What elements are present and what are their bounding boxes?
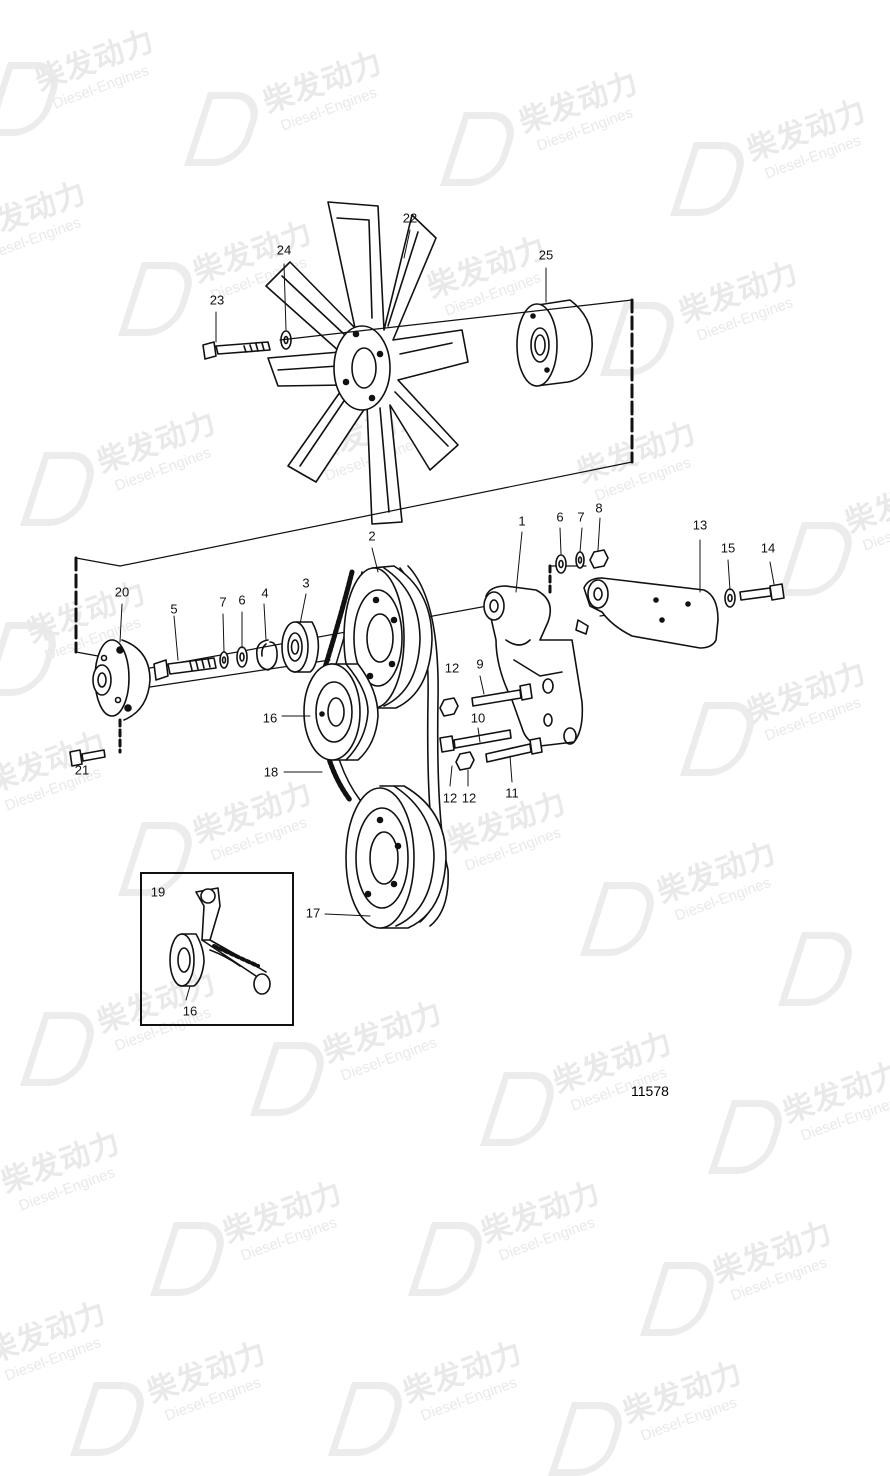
callout-7b: 7 bbox=[577, 509, 585, 525]
circlip bbox=[255, 639, 278, 671]
bolt-11 bbox=[485, 737, 543, 763]
callout-16b: 16 bbox=[182, 1003, 198, 1019]
callout-5: 5 bbox=[170, 601, 178, 617]
fan-spacer bbox=[516, 299, 593, 387]
callout-12c: 12 bbox=[461, 790, 477, 806]
callout-2: 2 bbox=[368, 528, 376, 544]
washer-6-right bbox=[555, 554, 567, 574]
callout-17: 17 bbox=[305, 905, 321, 921]
callout-4: 4 bbox=[261, 585, 269, 601]
alternator-pulley bbox=[345, 785, 447, 929]
bolt-14 bbox=[739, 583, 785, 601]
callout-18: 18 bbox=[263, 764, 279, 780]
tensioner-pulley bbox=[303, 663, 379, 761]
callout-14: 14 bbox=[760, 540, 776, 556]
nut-12-upper bbox=[439, 697, 459, 717]
callout-12a: 12 bbox=[444, 660, 460, 676]
callout-6b: 6 bbox=[556, 509, 564, 525]
callout-23: 23 bbox=[209, 292, 225, 308]
washer-6 bbox=[236, 646, 248, 668]
exploded-parts-diagram bbox=[69, 201, 785, 1001]
bolt-10 bbox=[439, 729, 512, 753]
callout-8: 8 bbox=[595, 500, 603, 516]
callout-6a: 6 bbox=[238, 592, 246, 608]
callout-13: 13 bbox=[692, 517, 708, 533]
callout-9: 9 bbox=[476, 656, 484, 672]
callout-12b: 12 bbox=[442, 790, 458, 806]
callout-1: 1 bbox=[518, 513, 526, 529]
inset-frame bbox=[140, 872, 294, 1026]
callout-15: 15 bbox=[720, 540, 736, 556]
washer-7-right bbox=[575, 551, 585, 569]
callout-7a: 7 bbox=[219, 594, 227, 610]
bolt-9 bbox=[471, 683, 533, 707]
washer-7 bbox=[219, 651, 229, 669]
leader-lines bbox=[119, 229, 775, 1001]
bearing bbox=[281, 621, 320, 673]
callout-21: 21 bbox=[74, 762, 90, 778]
callout-19: 19 bbox=[150, 884, 166, 900]
hub bbox=[92, 639, 151, 721]
inset-tensioner-detail bbox=[169, 887, 271, 995]
callout-16a: 16 bbox=[262, 710, 278, 726]
figure-number: 11578 bbox=[631, 1083, 669, 1099]
fan-bolt bbox=[202, 341, 271, 360]
callout-3: 3 bbox=[302, 575, 310, 591]
support-arm bbox=[583, 577, 719, 649]
washer-15 bbox=[724, 588, 736, 608]
callout-11: 11 bbox=[505, 785, 519, 801]
nut-12-lower bbox=[455, 751, 475, 771]
callout-24: 24 bbox=[276, 242, 292, 258]
callout-25: 25 bbox=[538, 247, 554, 263]
callout-22: 22 bbox=[402, 210, 418, 226]
hub-bolt bbox=[69, 749, 106, 767]
fan-blade-assembly bbox=[265, 201, 469, 525]
nut-8 bbox=[589, 549, 609, 569]
tension-bolt bbox=[153, 657, 217, 681]
callout-10: 10 bbox=[470, 710, 486, 726]
tensioner-bracket bbox=[483, 585, 589, 747]
callout-20: 20 bbox=[114, 584, 130, 600]
